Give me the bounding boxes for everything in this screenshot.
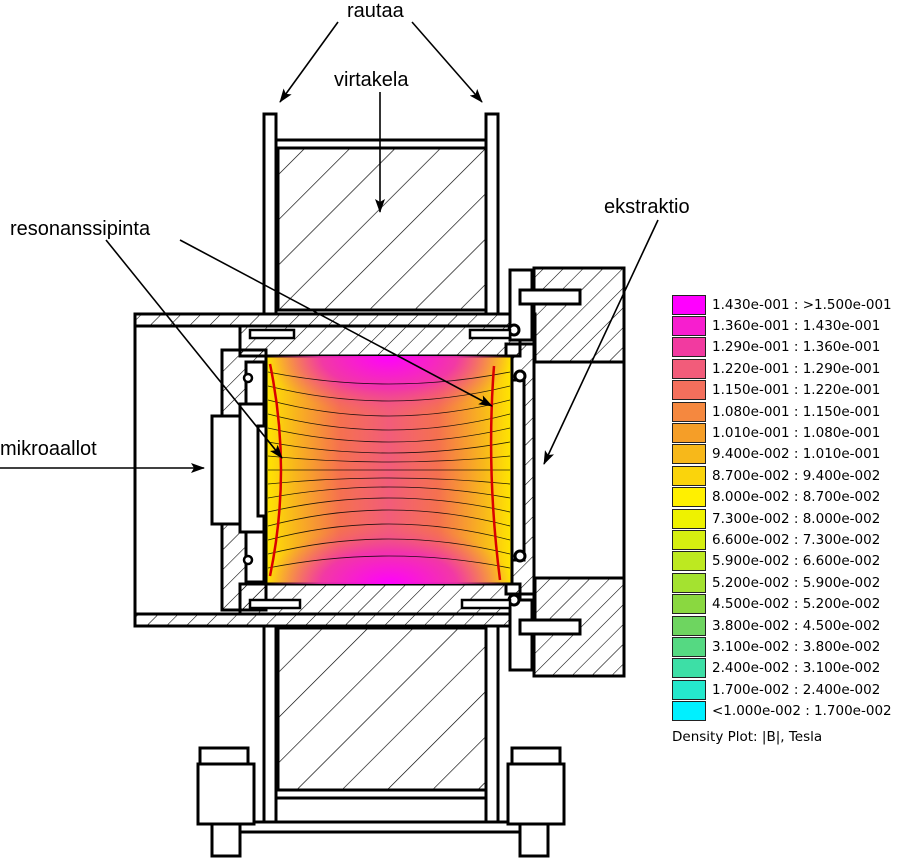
legend-row: 2.400e-002 : 3.100e-002 [672,658,922,679]
legend-label: 8.700e-002 : 9.400e-002 [712,467,881,484]
legend-label: 6.600e-002 : 7.300e-002 [712,531,881,548]
legend-row: 9.400e-002 : 1.010e-001 [672,444,922,465]
legend-row: 4.500e-002 : 5.200e-002 [672,593,922,615]
legend-label: 1.700e-002 : 2.400e-002 [712,681,881,698]
legend-swatch [672,594,706,615]
legend-row: 1.220e-001 : 1.290e-001 [672,358,922,379]
legend-label: 5.200e-002 : 5.900e-002 [712,574,881,591]
legend-row: 7.300e-002 : 8.000e-002 [672,508,922,529]
legend-swatch [672,444,706,465]
legend-row: 3.800e-002 : 4.500e-002 [672,615,922,636]
legend-label: 9.400e-002 : 1.010e-001 [712,446,881,463]
legend-swatch [672,423,706,444]
annotation-arrows [0,21,659,473]
legend-row: 8.700e-002 : 9.400e-002 [672,465,922,486]
legend-row: 1.290e-001 : 1.360e-001 [672,337,922,358]
legend-swatch [672,401,706,422]
legend-row: 3.100e-002 : 3.800e-002 [672,636,922,657]
legend-label: 4.500e-002 : 5.200e-002 [712,596,881,613]
legend-swatch [672,636,706,657]
legend-label: 3.800e-002 : 4.500e-002 [712,617,881,634]
legend-row: 6.600e-002 : 7.300e-002 [672,529,922,550]
label-ekstraktio: ekstraktio [604,196,690,218]
legend-label: <1.000e-002 : 1.700e-002 [712,703,892,720]
right-flange [504,266,626,678]
legend-swatch [672,572,706,593]
legend-row: 5.900e-002 : 6.600e-002 [672,551,922,572]
resonance-surface-right [489,365,502,581]
legend-swatch [672,551,706,572]
legend-swatch [672,529,706,550]
legend-label: 1.150e-001 : 1.220e-001 [712,382,881,399]
legend-row: 1.150e-001 : 1.220e-001 [672,380,922,401]
legend-swatch [672,679,706,700]
legend-row: 5.200e-002 : 5.900e-002 [672,572,922,593]
legend-swatch [672,615,706,636]
legend-row: 1.010e-001 : 1.080e-001 [672,422,922,444]
legend-label: 8.000e-002 : 8.700e-002 [712,489,881,506]
legend-label: 1.430e-001 : >1.500e-001 [712,296,892,313]
legend-row: <1.000e-002 : 1.700e-002 [672,700,922,722]
legend-label: 2.400e-002 : 3.100e-002 [712,660,881,677]
label-virtakela: virtakela [334,69,409,91]
legend-row: 1.360e-001 : 1.430e-001 [672,315,922,337]
legend-row: 1.430e-001 : >1.500e-001 [672,294,922,315]
bolts [242,328,512,610]
resonance-surface-left [268,363,283,577]
density-legend: 1.430e-001 : >1.500e-001 1.360e-001 : 1.4… [672,294,922,722]
legend-swatch [672,380,706,401]
legend-swatch [672,508,706,529]
legend-title: Density Plot: |B|, Tesla [672,729,823,745]
legend-label: 3.100e-002 : 3.800e-002 [712,638,881,655]
legend-swatch [672,294,706,315]
legend-swatch [672,701,706,722]
legend-row: 8.000e-002 : 8.700e-002 [672,487,922,508]
label-rautaa: rautaa [347,0,404,22]
legend-swatch [672,337,706,358]
base-feet [196,746,566,858]
legend-label: 5.900e-002 : 6.600e-002 [712,553,881,570]
label-resonanssipinta: resonanssipinta [10,218,151,240]
legend-swatch [672,465,706,486]
upper-coil [276,138,488,312]
legend-label: 1.220e-001 : 1.290e-001 [712,360,881,377]
legend-swatch [672,358,706,379]
field-density-plot [264,354,514,586]
legend-swatch [672,487,706,508]
legend-swatch [672,658,706,679]
legend-label: 1.360e-001 : 1.430e-001 [712,318,881,335]
legend-row: 1.080e-001 : 1.150e-001 [672,401,922,422]
legend-label: 1.010e-001 : 1.080e-001 [712,425,881,442]
legend-label: 1.290e-001 : 1.360e-001 [712,339,881,356]
legend-swatch [672,316,706,337]
legend-row: 1.700e-002 : 2.400e-002 [672,679,922,700]
label-mikroaallot: mikroaallot [0,438,97,460]
legend-label: 1.080e-001 : 1.150e-001 [712,403,881,420]
legend-label: 7.300e-002 : 8.000e-002 [712,510,881,527]
lower-coil [276,626,488,800]
